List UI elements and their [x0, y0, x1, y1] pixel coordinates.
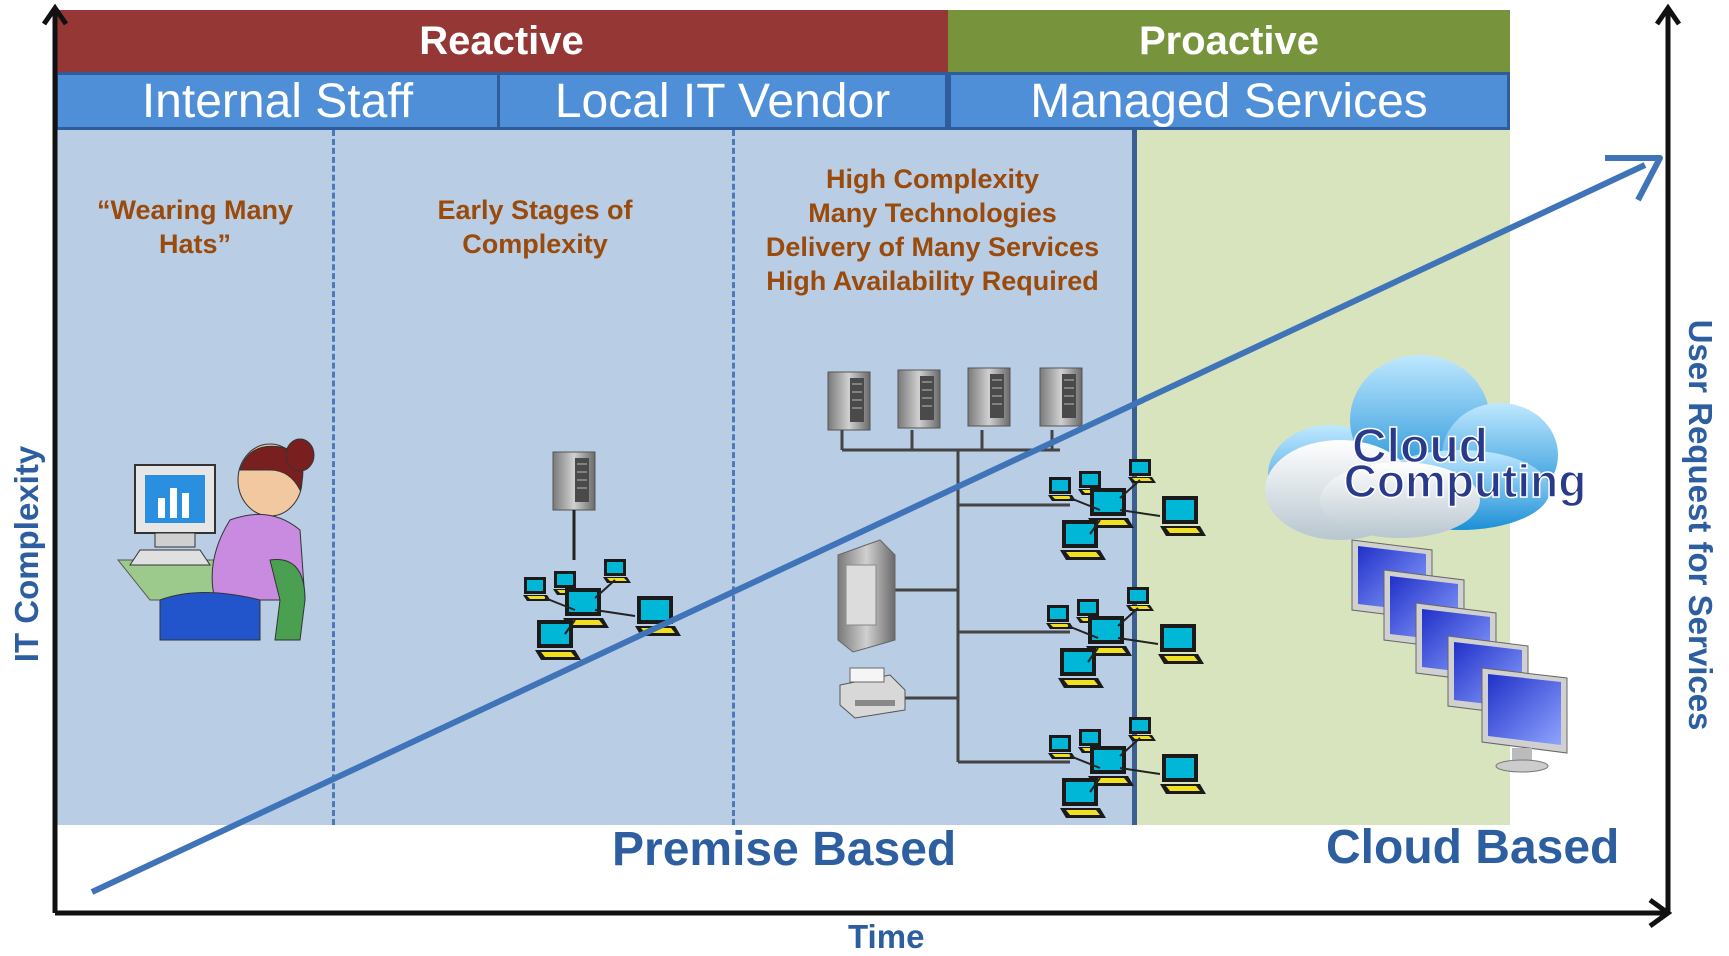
enterprise-network-icon: [827, 367, 1206, 818]
caption-line: High Complexity: [825, 164, 1040, 194]
printer-icon: [839, 667, 906, 719]
managed-services-header: Managed Services: [948, 72, 1510, 130]
right-axis-label: User Request for Services: [1682, 319, 1719, 731]
reactive-header: Reactive: [55, 10, 948, 72]
high-complexity-caption: High Complexity Many Technologies Delive…: [760, 162, 1105, 298]
caption-line: Early Stages of: [437, 195, 633, 225]
cloud-based-label: Cloud Based: [1326, 821, 1620, 874]
axes: [41, 3, 1682, 929]
premise-based-label: Premise Based: [612, 823, 957, 876]
internal-staff-label: Internal Staff: [141, 74, 414, 128]
cloud-logo-line2: Computing: [1344, 455, 1587, 507]
caption-line: Delivery of Many Services: [765, 232, 1100, 262]
local-it-vendor-header: Local IT Vendor: [497, 72, 948, 130]
proactive-label: Proactive: [1138, 18, 1320, 63]
person-at-computer-icon: [116, 438, 315, 641]
small-network-icon: [523, 451, 681, 660]
reactive-label: Reactive: [419, 18, 584, 63]
divider-1: [332, 130, 335, 825]
divider-2: [732, 130, 735, 825]
server-tower-icon: [837, 539, 896, 653]
cloud-computing-icon: Cloud Computing: [1265, 355, 1587, 540]
growth-arrow: [90, 155, 1663, 895]
internal-staff-header: Internal Staff: [55, 72, 500, 130]
local-it-vendor-label: Local IT Vendor: [554, 74, 891, 128]
cloud-logo-line1: Cloud: [1352, 420, 1488, 473]
caption-line: High Availability Required: [766, 266, 1099, 296]
caption-line: Complexity: [462, 229, 608, 259]
y-axis-label: IT Complexity: [8, 445, 45, 663]
x-axis-label: Time: [848, 918, 925, 955]
managed-services-label: Managed Services: [1030, 74, 1428, 128]
monitors-stack-icon: [1351, 539, 1568, 773]
wearing-many-hats-caption: “Wearing Many Hats”: [80, 193, 310, 261]
caption-line: “Wearing Many: [96, 195, 294, 225]
proactive-header: Proactive: [948, 10, 1510, 72]
early-stages-caption: Early Stages of Complexity: [400, 193, 670, 261]
caption-line: Many Technologies: [808, 198, 1057, 228]
caption-line: Hats”: [158, 229, 232, 259]
